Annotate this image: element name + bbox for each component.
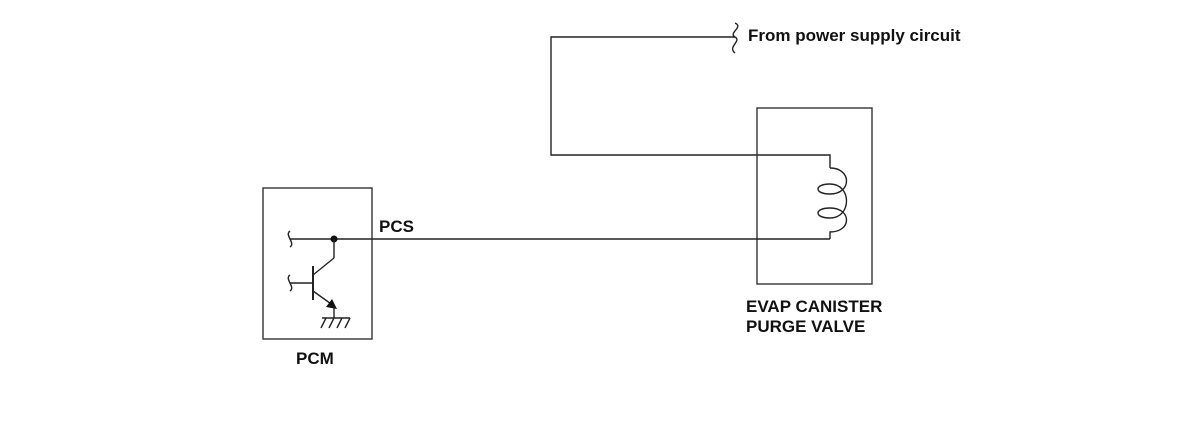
pcm-internal-circuit: [287, 230, 351, 329]
pcs-label: PCS: [379, 217, 414, 236]
wire-break-symbol: [731, 22, 739, 54]
pcm-label: PCM: [296, 349, 334, 368]
pcm-box: [262, 187, 373, 340]
ground-icon: [320, 317, 351, 329]
power-supply-label: From power supply circuit: [748, 26, 961, 45]
valve-label-line1: EVAP CANISTER: [746, 297, 882, 316]
evap-canister-purge-valve-box: [756, 107, 873, 285]
power-supply-wire: [550, 22, 831, 168]
valve-label-line2: PURGE VALVE: [746, 317, 865, 336]
transistor-icon: [287, 239, 337, 318]
solenoid-coil-icon: [817, 167, 847, 239]
